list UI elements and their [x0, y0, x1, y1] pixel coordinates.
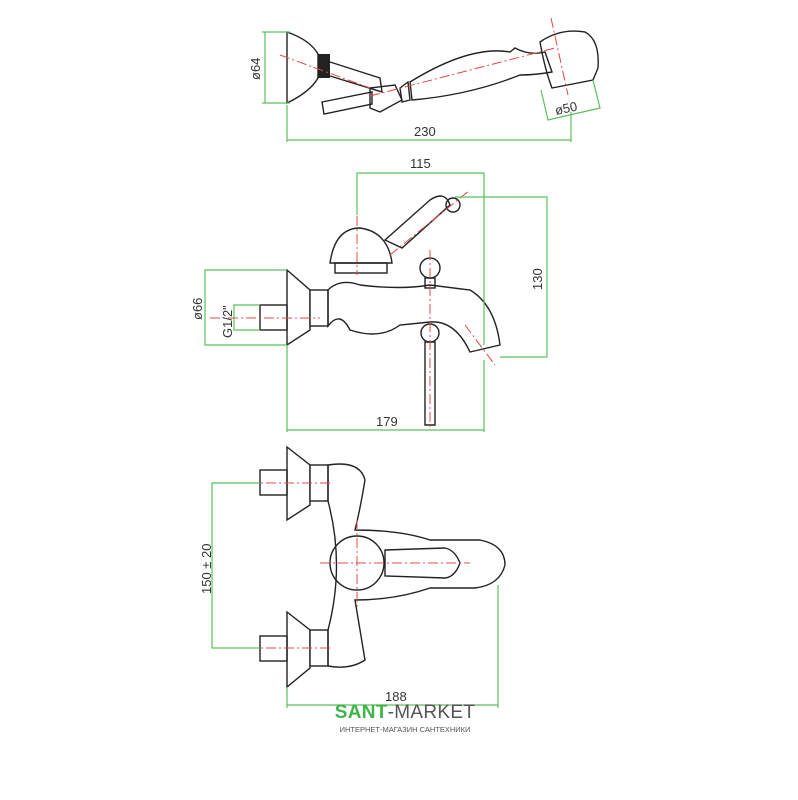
crystal-handle: [383, 195, 451, 249]
dim-center-distance: 150 ± 20: [199, 543, 214, 594]
dim-side-top-width: 115: [410, 156, 431, 171]
side-view: 115 130 ø66 G1/2" 179: [190, 156, 548, 432]
logo-brand-part1: SANT: [334, 702, 388, 723]
logo-brand-part2: -MARKET: [387, 702, 476, 723]
spray-head: [539, 30, 599, 89]
cartridge-dome: [329, 227, 393, 264]
wall-bracket-disc: [286, 31, 319, 105]
top-view: 150 ± 20 188: [199, 445, 506, 708]
body-spout: [327, 281, 501, 353]
flange: [286, 268, 311, 347]
dim-handshower-head-diameter: ø64: [248, 58, 263, 80]
bracket-arm: [329, 61, 383, 93]
hose-connector: [321, 91, 373, 115]
handle: [409, 47, 553, 101]
dim-side-height: 130: [530, 268, 545, 290]
top-body: [327, 463, 506, 668]
dim-side-length: 179: [376, 414, 398, 429]
dim-flange-diameter: ø66: [190, 298, 205, 320]
handshower-view: ø64 230 ø50: [248, 17, 601, 142]
sant-market-logo: SANT-MARKET ИНТЕРНЕТ-МАГАЗИН САНТЕХНИКИ: [330, 702, 480, 735]
dim-handshower-length: 230: [414, 124, 436, 139]
hose: [424, 341, 436, 426]
bracket-ring: [318, 54, 330, 78]
dim-thread: G1/2": [220, 305, 235, 338]
logo-tagline: ИНТЕРНЕТ-МАГАЗИН САНТЕХНИКИ: [339, 725, 471, 734]
dim-top-length: 188: [385, 689, 407, 704]
dim-handshower-spray-diameter: ø50: [554, 99, 579, 118]
